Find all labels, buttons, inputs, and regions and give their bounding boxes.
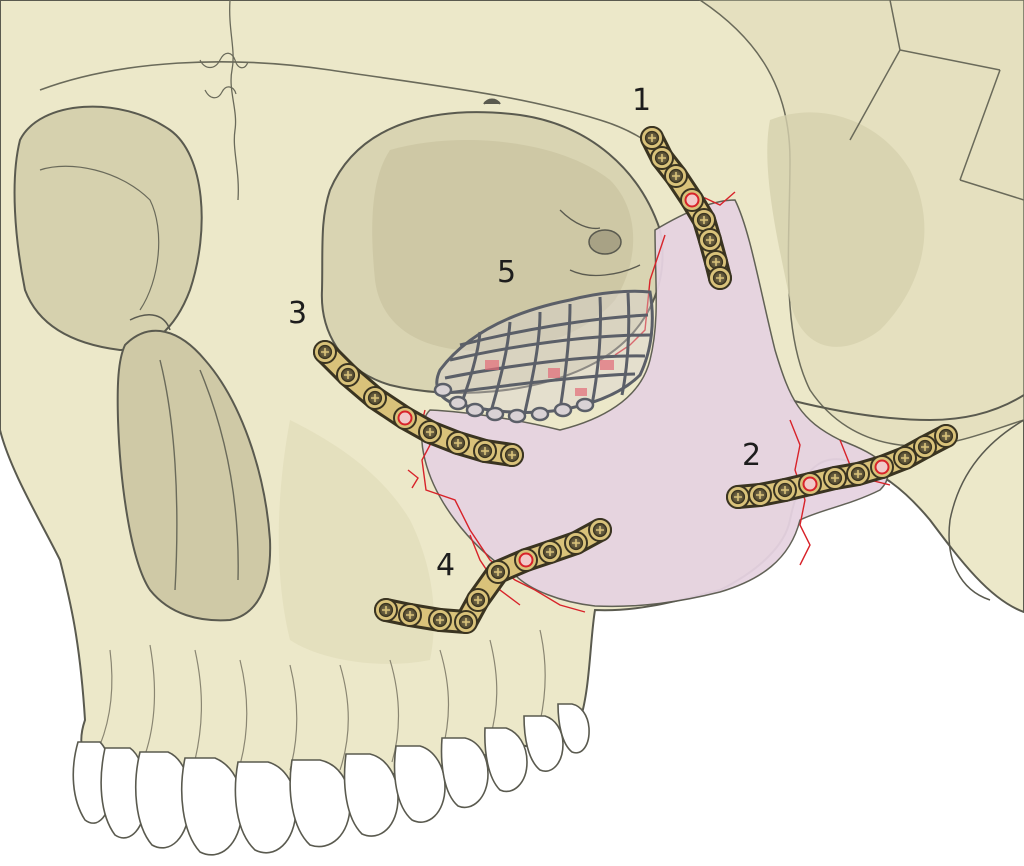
- screw: [397, 410, 413, 426]
- tooth: [393, 745, 446, 823]
- screw-cross: [700, 216, 708, 224]
- screw-cross: [426, 428, 434, 436]
- temporal-lines: [849, 0, 1024, 201]
- tooth: [484, 727, 528, 793]
- screw-cross: [572, 539, 580, 547]
- optic-foramen: [588, 229, 622, 255]
- tooth: [180, 757, 243, 856]
- screw-cross: [321, 348, 329, 356]
- mesh-red-gaps: [485, 360, 614, 396]
- plate-1: [640, 126, 732, 290]
- orbit-near-depth: [372, 140, 634, 351]
- screw-cross: [648, 134, 656, 142]
- screw-cross: [716, 274, 724, 282]
- screw: [874, 459, 890, 475]
- label-5: 5: [497, 255, 516, 290]
- screw-cross: [596, 526, 604, 534]
- label-4: 4: [436, 548, 455, 583]
- screw-cross: [712, 258, 720, 266]
- superior-notch: [483, 98, 501, 105]
- plate-2: [726, 424, 958, 509]
- screw-cross: [734, 493, 742, 501]
- label-2: 2: [742, 438, 761, 473]
- plate-4: [374, 518, 612, 634]
- screw-cross: [942, 432, 950, 440]
- nasal-bone: [129, 314, 171, 331]
- mesh-grid: [444, 292, 651, 413]
- screw-cross: [831, 474, 839, 482]
- screw-cross: [546, 548, 554, 556]
- screw-cross: [921, 443, 929, 451]
- screw-cross: [781, 486, 789, 494]
- sphenoid-shade: [767, 112, 925, 347]
- screw-cross: [481, 447, 489, 455]
- screw-cross: [706, 236, 714, 244]
- nasal-septum: [159, 359, 239, 591]
- screw-cross: [406, 611, 414, 619]
- zygomatic-arch: [789, 394, 1024, 422]
- tooth: [343, 753, 399, 837]
- screw: [684, 192, 700, 208]
- fracture-line: [789, 419, 811, 566]
- screw-cross: [344, 371, 352, 379]
- fracture-line: [614, 234, 666, 356]
- screw: [518, 552, 534, 568]
- screw-cross: [454, 439, 462, 447]
- screw-cross: [436, 616, 444, 624]
- diagram-labels: 1 2 3 4 5: [288, 83, 761, 583]
- tooth: [557, 703, 590, 754]
- tooth: [234, 761, 297, 854]
- screw-cross: [382, 606, 390, 614]
- tooth: [440, 737, 489, 809]
- tooth: [289, 759, 351, 848]
- teeth: [72, 703, 590, 856]
- coronal-squiggle: [199, 52, 249, 99]
- screw-cross: [371, 394, 379, 402]
- screw-cross: [672, 172, 680, 180]
- plate-3: [313, 340, 524, 467]
- orbital-mesh: [433, 289, 654, 424]
- screw-cross: [508, 451, 516, 459]
- tooth: [523, 715, 564, 772]
- orbit-fissure: [559, 209, 641, 277]
- label-3: 3: [288, 296, 307, 331]
- orbit-far-inner: [39, 165, 160, 311]
- screw: [802, 476, 818, 492]
- frontal-suture: [229, 0, 239, 201]
- screw-cross: [756, 491, 764, 499]
- screw-cross: [494, 568, 502, 576]
- screw-cross: [658, 154, 666, 162]
- screw-cross: [462, 618, 470, 626]
- screw-cross: [474, 596, 482, 604]
- fixation-plates: [313, 126, 958, 634]
- plate-body: [377, 521, 609, 631]
- screw-cross: [854, 470, 862, 478]
- mesh-rim-loops: [433, 382, 595, 424]
- fracture-line: [407, 469, 419, 489]
- label-1: 1: [632, 83, 651, 118]
- screw-cross: [901, 454, 909, 462]
- mastoid-area: [948, 419, 1024, 601]
- orbit-far: [13, 105, 203, 352]
- nasal-cavity: [116, 329, 272, 622]
